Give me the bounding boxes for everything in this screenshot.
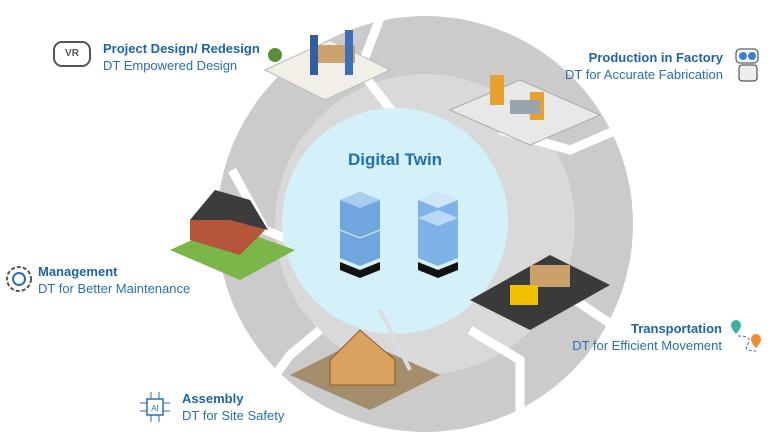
ai-chip-icon: AI xyxy=(138,390,172,424)
ai-label: AI xyxy=(151,404,159,413)
factory-illustration xyxy=(448,75,602,146)
stage-subtitle: DT for Better Maintenance xyxy=(38,281,191,296)
digital-twin-title: Digital Twin xyxy=(347,150,443,169)
stage-assembly: Assembly DT for Site Safety xyxy=(182,390,284,424)
stage-subtitle: DT Empowered Design xyxy=(103,58,238,73)
digital-twin-circle xyxy=(282,108,508,334)
digital-twin-tower-left xyxy=(339,192,381,278)
stage-project-design: Project Design/ Redesign DT Empowered De… xyxy=(103,40,260,74)
stage-transportation: Transportation DT for Efficient Movement xyxy=(572,320,722,354)
truck-illustration xyxy=(470,255,610,330)
stage-title: Project Design/ Redesign xyxy=(103,41,260,56)
stage-management: Management DT for Better Maintenance xyxy=(38,263,190,297)
design-office-illustration xyxy=(263,30,392,101)
house-illustration xyxy=(170,190,295,280)
vr-label: VR xyxy=(65,48,79,59)
stage-production: Production in Factory DT for Accurate Fa… xyxy=(565,49,723,83)
route-pin-icon xyxy=(728,318,764,354)
stage-title: Production in Factory xyxy=(588,50,723,65)
stage-title: Transportation xyxy=(630,321,722,336)
stage-subtitle: DT for Efficient Movement xyxy=(572,338,722,353)
vr-headset-icon: VR xyxy=(53,41,91,67)
robot-icon xyxy=(733,46,763,86)
construction-site-illustration xyxy=(290,309,440,410)
stage-subtitle: DT for Accurate Fabrication xyxy=(565,67,723,82)
stage-title: Assembly xyxy=(182,391,244,406)
stage-title: Management xyxy=(38,264,118,279)
maintenance-gear-icon xyxy=(4,264,34,294)
digital-twin-tower-right xyxy=(418,192,458,278)
stage-subtitle: DT for Site Safety xyxy=(182,408,285,423)
